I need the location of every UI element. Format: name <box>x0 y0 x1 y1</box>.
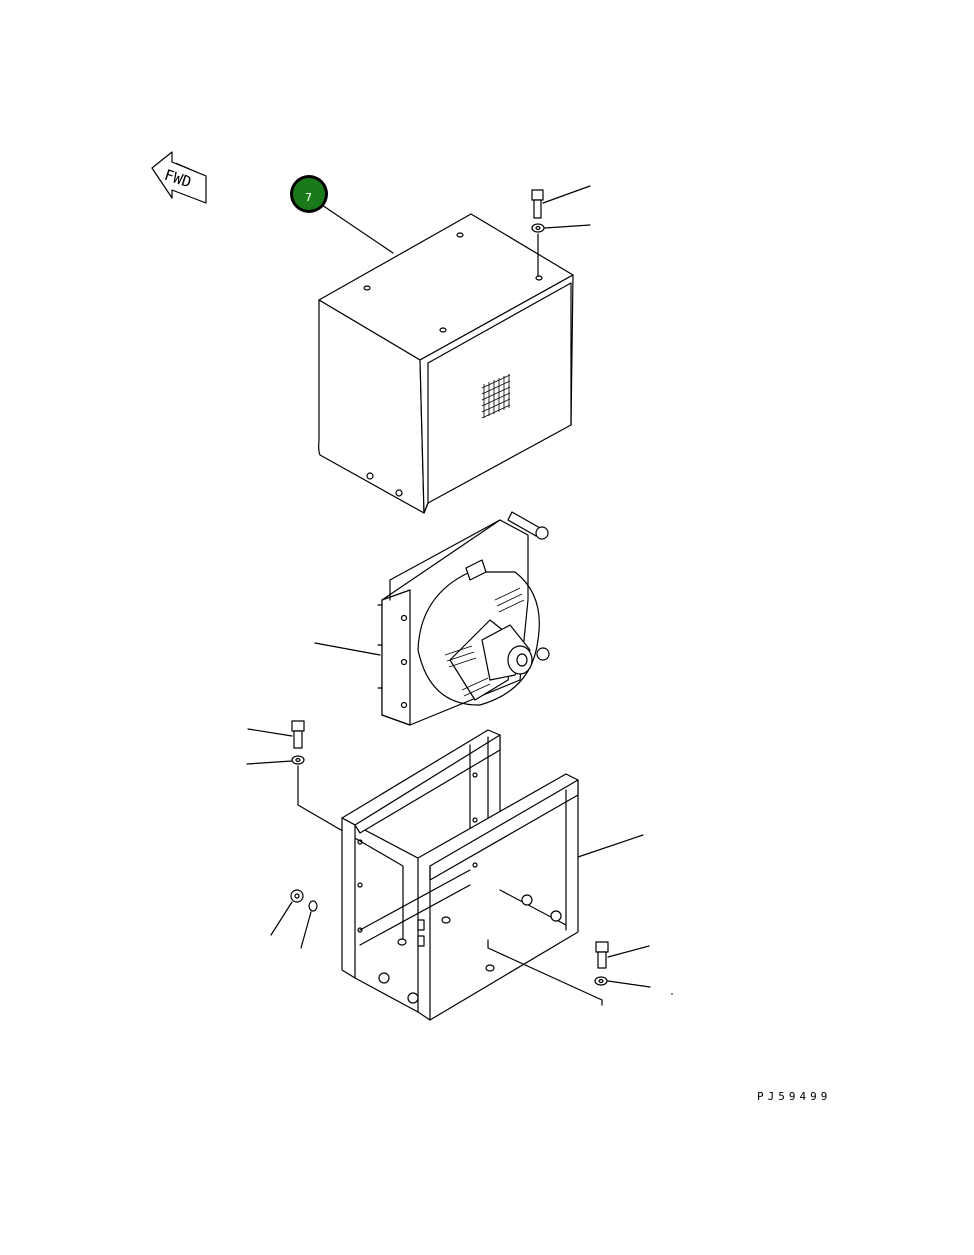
callout-7-label: 7 <box>305 191 312 204</box>
right-washer-icon <box>594 976 673 995</box>
cover-assembly <box>318 213 574 514</box>
right-bolt-icon <box>595 941 650 969</box>
fan-blade-mesh-icon <box>444 587 525 697</box>
fwd-label: FWD <box>162 166 193 191</box>
left-lock-washer-icon <box>300 900 318 949</box>
left-washer-icon <box>246 755 404 939</box>
fan-assembly <box>314 511 550 726</box>
top-bolt-icon <box>531 185 591 219</box>
fwd-arrow-icon: FWD <box>151 151 207 204</box>
frame-nut-icon <box>378 894 562 1004</box>
mounting-frame <box>341 729 644 1021</box>
left-bolt-icon <box>247 720 305 749</box>
drawing-id: PJ59499 <box>757 1090 831 1103</box>
grille-icon <box>481 374 511 419</box>
left-nut-icon <box>270 889 304 936</box>
callout-7[interactable]: 7 <box>290 175 394 254</box>
top-washer-icon <box>531 223 591 277</box>
